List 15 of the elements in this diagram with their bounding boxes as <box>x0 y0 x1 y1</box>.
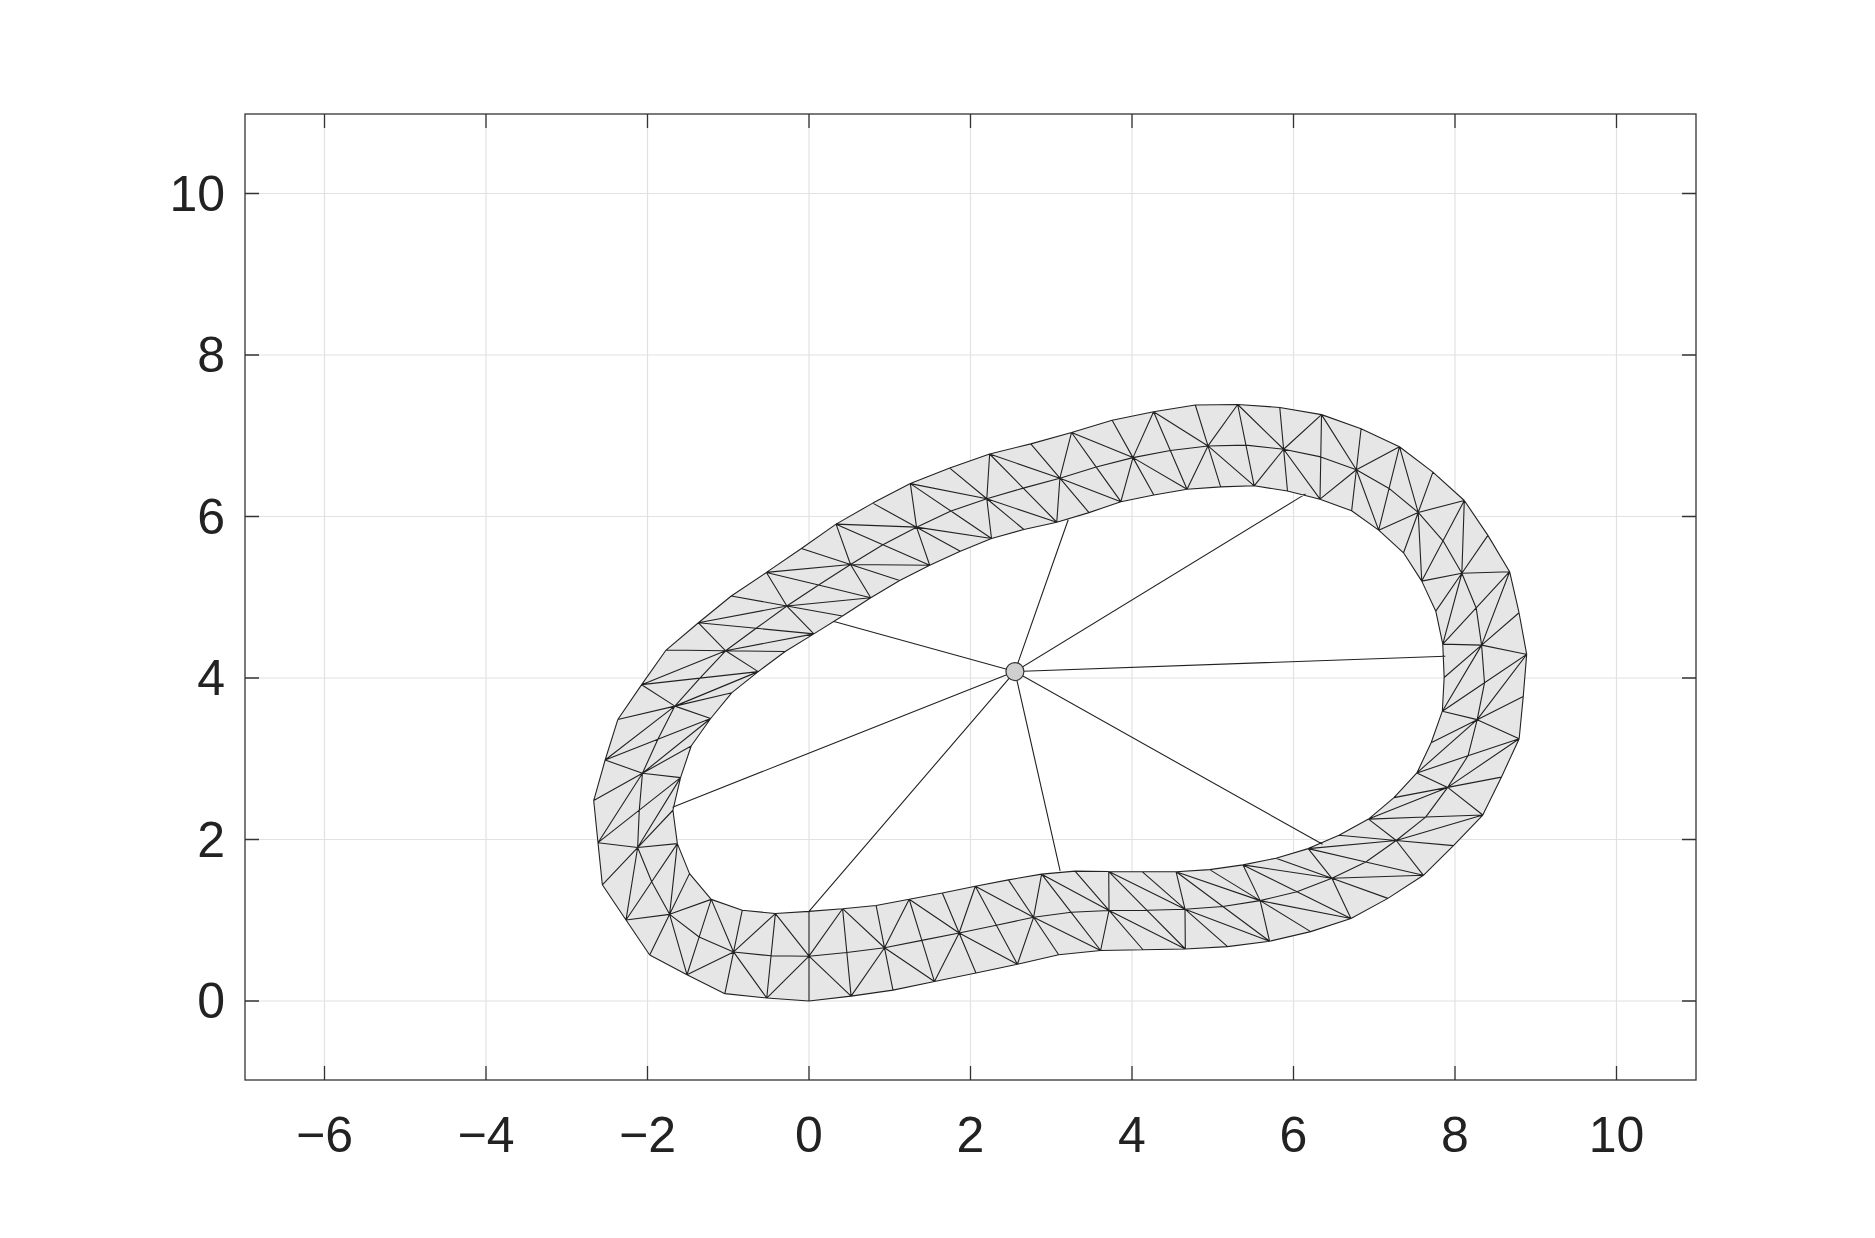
tick-label: 4 <box>1118 1110 1146 1160</box>
tick-label: 0 <box>795 1110 823 1160</box>
tick-label: −4 <box>457 1110 515 1160</box>
tick-label: 6 <box>1279 1110 1308 1160</box>
tick-label: 8 <box>197 330 225 380</box>
tick-label: −6 <box>296 1110 353 1160</box>
tick-label: 2 <box>956 1110 985 1160</box>
tick-label: 0 <box>197 976 225 1026</box>
tick-label: 8 <box>1441 1110 1469 1160</box>
tick-label: 10 <box>169 168 225 219</box>
tick-label: 2 <box>197 814 225 865</box>
tick-label: 10 <box>1588 1110 1645 1160</box>
tick-label: 4 <box>197 653 225 703</box>
tick-label: 6 <box>197 491 225 542</box>
tick-label: −2 <box>619 1110 676 1160</box>
